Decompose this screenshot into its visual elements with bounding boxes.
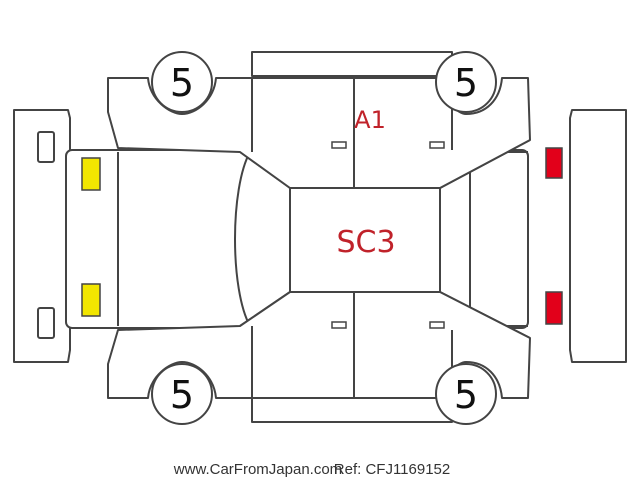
tire-front-right: 5 xyxy=(435,51,497,113)
rear-light-lower xyxy=(545,291,563,325)
vehicle-body xyxy=(65,139,531,339)
front-light-lower xyxy=(81,283,101,317)
damage-mark-roof: SC3 xyxy=(336,225,395,260)
tire-grade-rear-left: 5 xyxy=(170,373,194,417)
footer-ref: Ref: CFJ1169152 xyxy=(334,461,450,478)
tire-grade-rear-right: 5 xyxy=(454,373,478,417)
tire-grade-front-left: 5 xyxy=(170,61,194,105)
front-light-upper xyxy=(81,157,101,191)
tire-front-left: 5 xyxy=(151,51,213,113)
rear-light-upper xyxy=(545,147,563,179)
front-bumper xyxy=(13,109,71,363)
footer-site: www.CarFromJapan.com xyxy=(173,461,342,478)
rear-bumper xyxy=(569,109,627,363)
tire-grade-front-right: 5 xyxy=(454,61,478,105)
damage-mark-side-panel: A1 xyxy=(354,106,386,134)
tire-rear-left: 5 xyxy=(151,363,213,425)
tire-rear-right: 5 xyxy=(435,363,497,425)
side-panel-top xyxy=(107,51,531,189)
